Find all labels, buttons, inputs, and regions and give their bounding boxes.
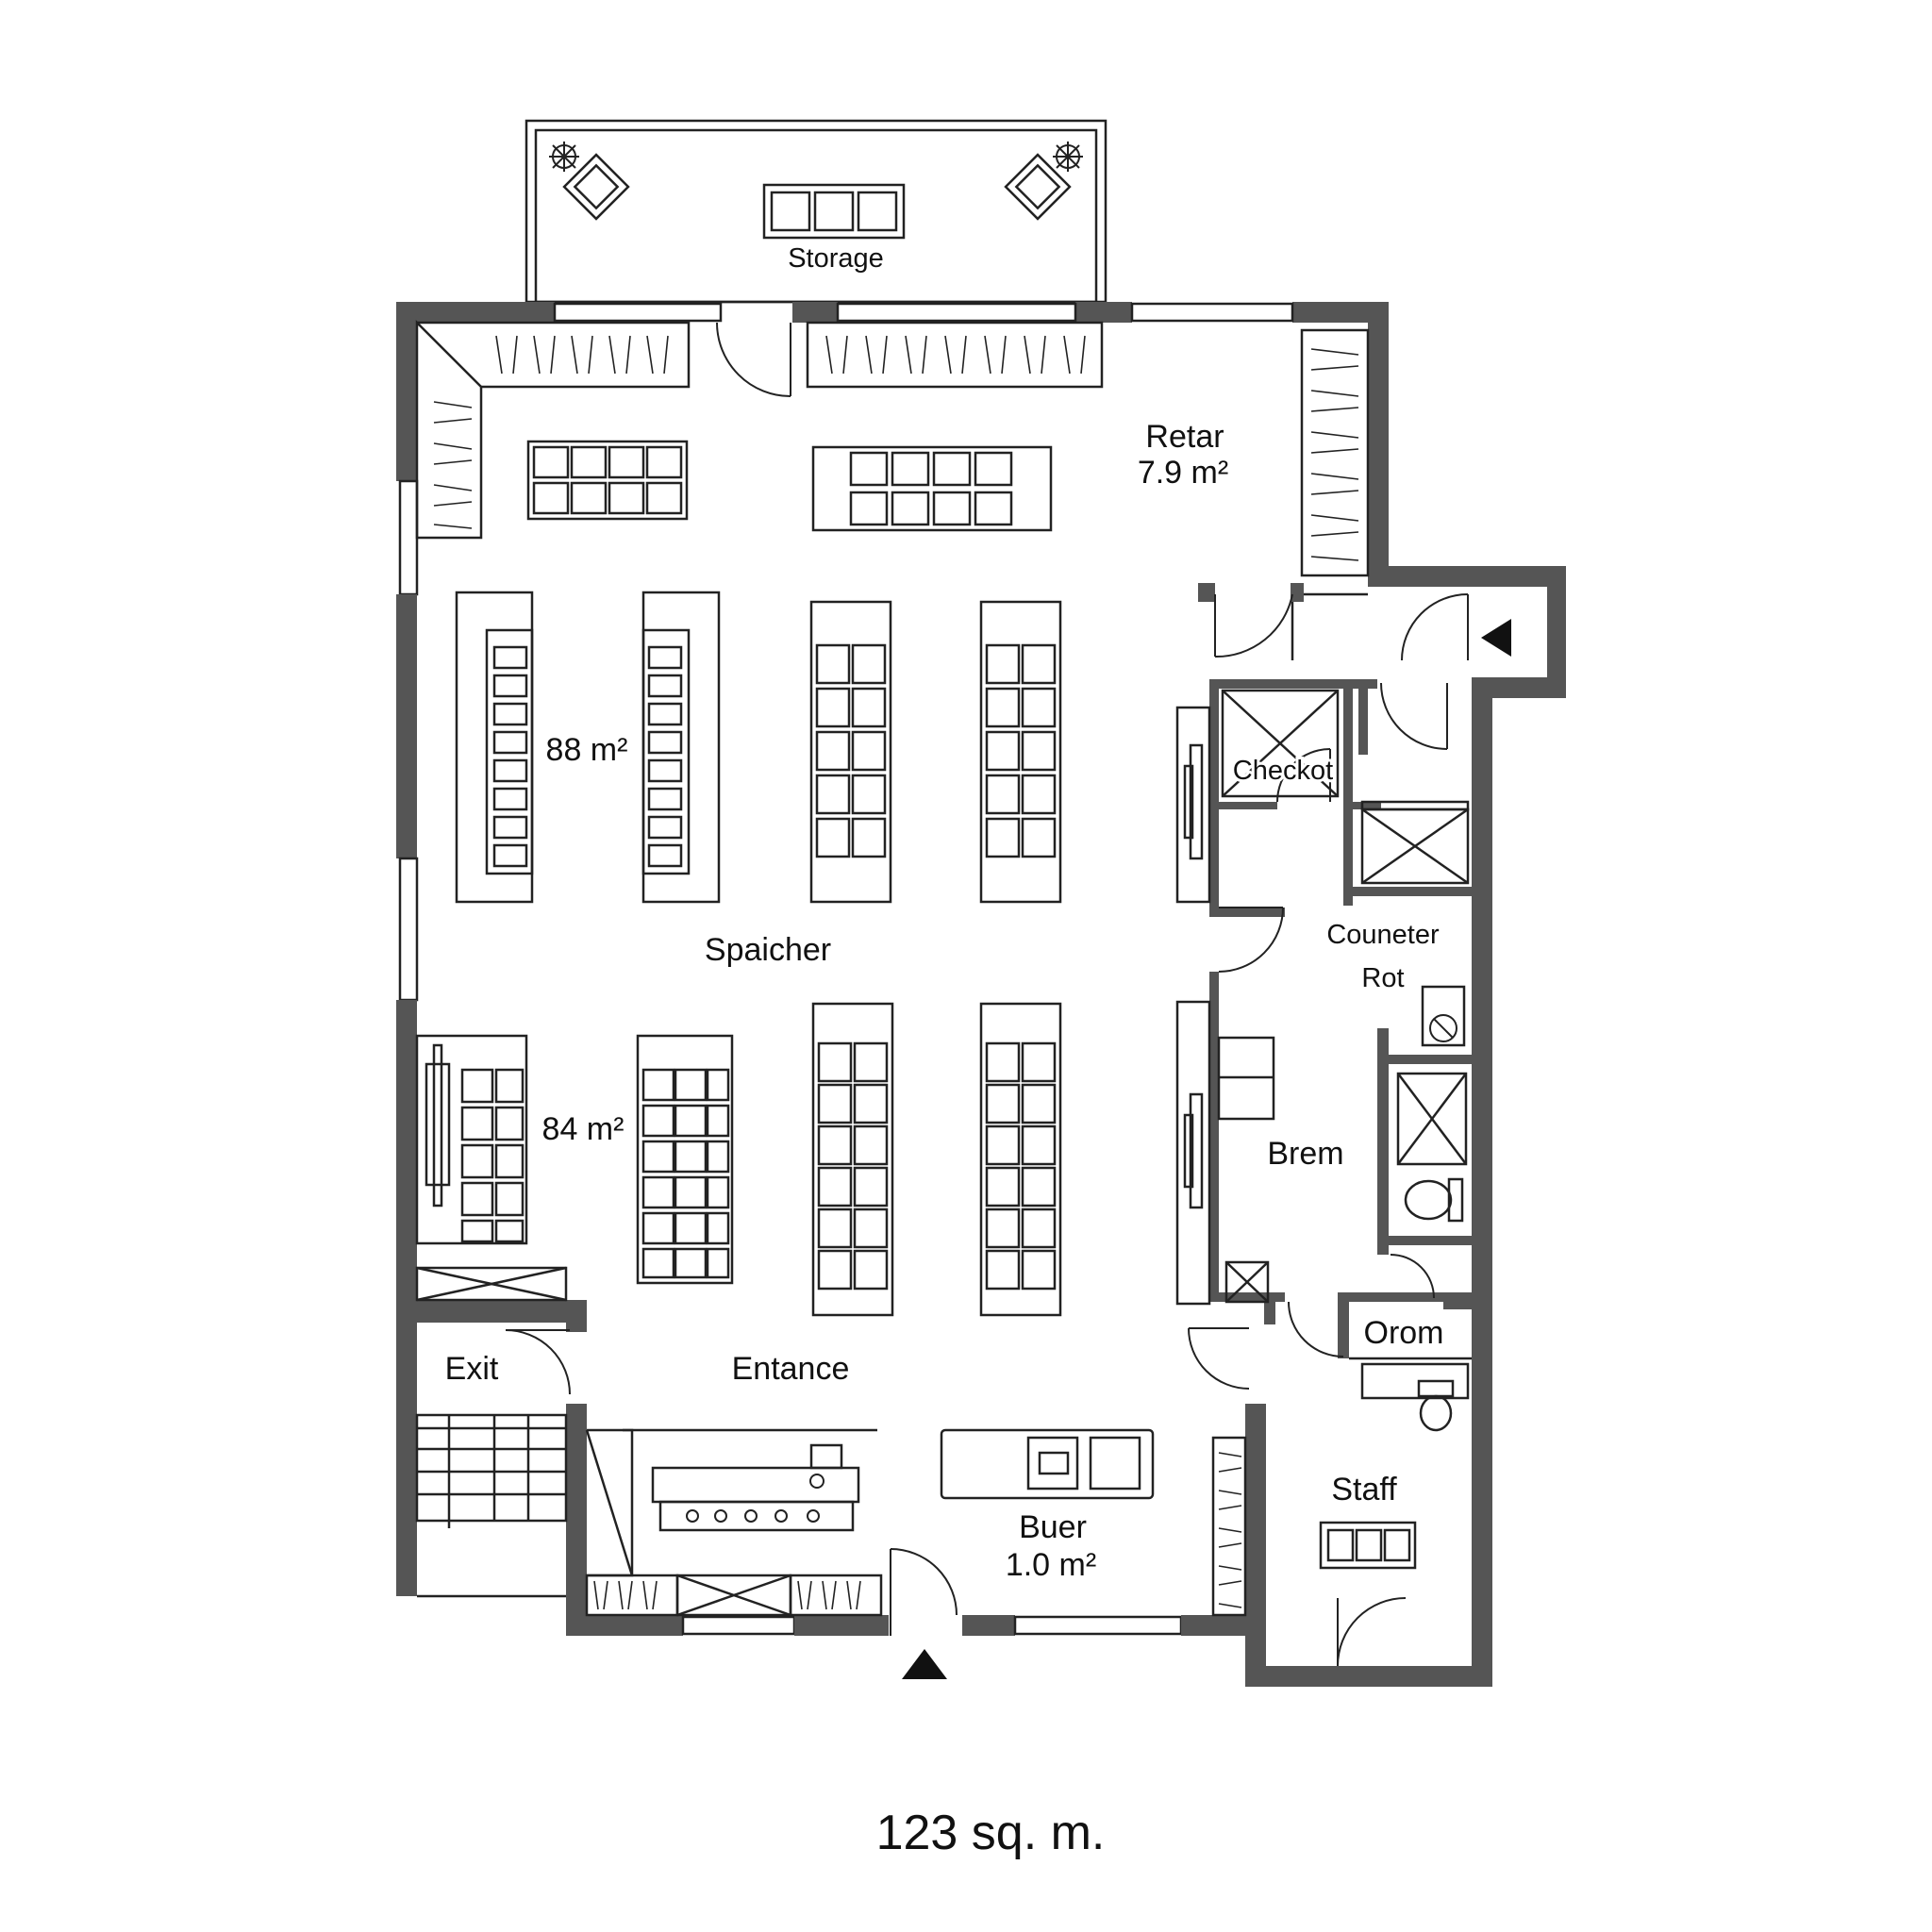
counter-room: [1217, 985, 1468, 1304]
toilet-icon: [1404, 1177, 1464, 1223]
toilet-icon: [1417, 1379, 1455, 1432]
room-label-buer: Buer: [1019, 1509, 1087, 1545]
room-label-entrance: Entance: [732, 1351, 850, 1387]
room-label-retar: Retar: [1145, 419, 1224, 455]
checkout-area: Checkot: [1221, 689, 1470, 885]
plant-icon: [1053, 142, 1083, 172]
room-label-storage: Storage: [788, 243, 884, 274]
doors: [505, 322, 1469, 1667]
room-label-staff: Staff: [1331, 1472, 1397, 1507]
room-label-counter-room: Rot: [1361, 963, 1404, 993]
display-units: [415, 440, 1211, 1317]
armchair-icon: [562, 153, 630, 221]
plant-icon: [549, 142, 579, 172]
room-label-buer-area: 1.0 m²: [1006, 1547, 1096, 1583]
area-label-88: 88 m²: [546, 732, 628, 768]
room-label-brem: Brem: [1267, 1136, 1343, 1172]
sofa-icon: [762, 183, 906, 240]
room-label-orom: Orom: [1364, 1315, 1444, 1351]
room-label-retar-area: 7.9 m²: [1138, 455, 1228, 491]
entrance-fixtures: [415, 1413, 1155, 1577]
sink-icon: [1421, 985, 1466, 1047]
area-label-84: 84 m²: [542, 1111, 625, 1147]
stair: [415, 1413, 568, 1528]
room-label-spaicher: Spaicher: [705, 932, 831, 968]
room-label-exit: Exit: [445, 1351, 499, 1387]
entrance-marker-icon: [902, 1649, 947, 1679]
staff-area: [1319, 1362, 1470, 1570]
total-area-caption: 123 sq. m.: [876, 1806, 1106, 1860]
room-label-checkout: Checkot: [1233, 756, 1333, 786]
walls: [396, 302, 1566, 1687]
side-entry-marker-icon: [1481, 619, 1511, 657]
storage-balcony: Storage: [525, 119, 1108, 304]
sofa-icon: [1319, 1521, 1417, 1570]
wall-shelving: [415, 319, 1370, 1617]
armchair-icon: [1004, 153, 1072, 221]
partitions: [1198, 583, 1475, 1360]
room-label-counter: Couneter: [1326, 920, 1440, 950]
